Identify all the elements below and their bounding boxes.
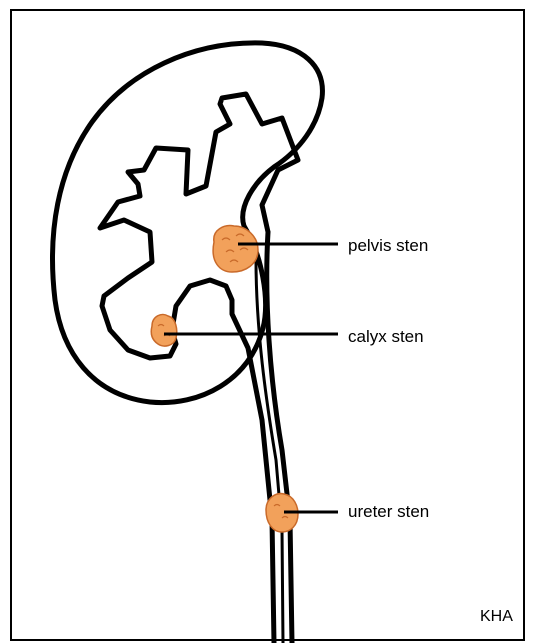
pelvis-stone xyxy=(213,226,258,272)
kidney-outline xyxy=(53,43,323,403)
author-signature: KHA xyxy=(480,608,513,626)
calyx-stone-label: calyx sten xyxy=(348,327,424,347)
ureter-stone-label: ureter sten xyxy=(348,502,429,522)
calyx-stone xyxy=(151,314,176,346)
pelvis-stone-label: pelvis sten xyxy=(348,236,428,256)
collecting-system xyxy=(100,94,298,643)
